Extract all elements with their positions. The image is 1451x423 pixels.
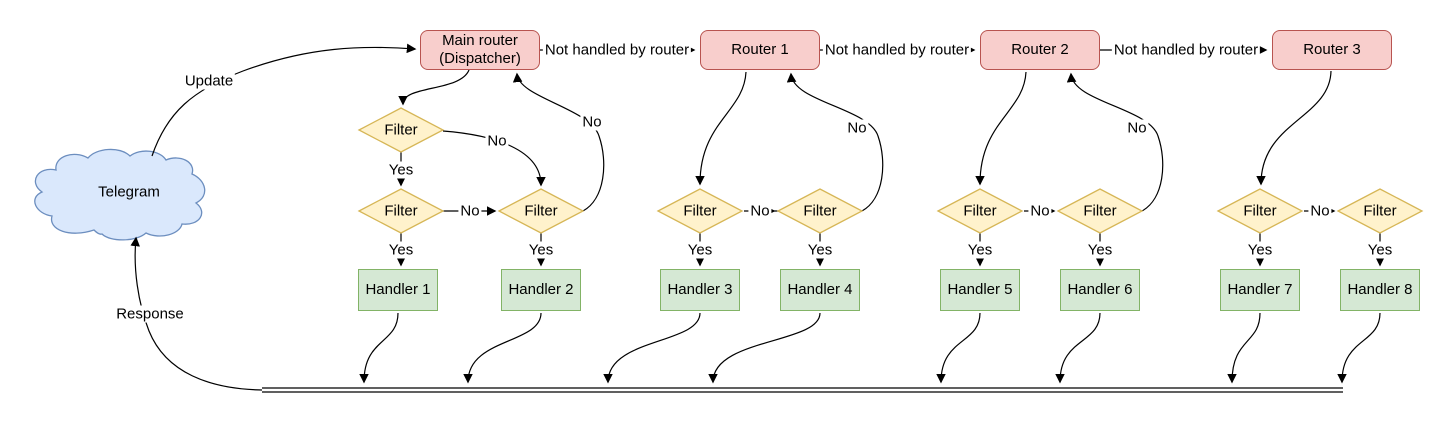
filter-diamond-shape [1216,188,1304,234]
edge-update [151,43,417,157]
edge-main-to-filter [398,69,470,106]
filter-label: Filter [683,202,717,220]
edge-r2-no-return [1066,72,1164,212]
router-1-node: Router 1 [700,30,820,70]
filter-diamond-shape [656,188,744,234]
edge-handler3-to-bus [603,312,701,384]
filter-label: Filter [963,202,997,220]
edge-handler7-to-bus [1227,312,1261,384]
yes-label: Yes [1085,241,1115,259]
yes-label: Yes [805,241,835,259]
edge-handler1-to-bus [359,312,399,384]
edge-handler8-to-bus [1337,312,1381,384]
telegram-cloud-shape [34,148,206,241]
handler-1-node: Handler 1 [358,269,438,311]
filter-label: Filter [1083,202,1117,220]
filter-diamonds [357,107,1424,234]
yes-label: Yes [965,241,995,259]
telegram-cloud-label: Telegram [98,183,160,201]
edge-filterC-no-return [512,72,605,212]
filter-diamond-shape [357,107,445,153]
edge-handler5-to-bus [936,312,981,384]
no-label: No [1308,202,1332,220]
filter-diamond-shape [776,188,864,234]
filter-diamond-shape [497,188,585,234]
handler-4-node: Handler 4 [780,269,860,311]
filter-label: Filter [384,202,418,220]
edge-r1-no-return [786,72,884,212]
handler-8-node: Handler 8 [1340,269,1420,311]
edge-handler6-to-bus [1055,312,1101,384]
filter-diamond-shape [1056,188,1144,234]
router-2-node: Router 2 [980,30,1100,70]
yes-label: Yes [1245,241,1275,259]
edge-handler2-to-bus [463,312,542,384]
edge-response [130,236,263,391]
filter-label: Filter [803,202,837,220]
yes-label: Yes [685,241,715,259]
not-handled-label: Not handled by router [542,41,692,59]
yes-label: Yes [526,241,556,259]
handler-5-node: Handler 5 [940,269,1020,311]
no-label: No [458,202,482,220]
handler-2-node: Handler 2 [501,269,581,311]
yes-label: Yes [1365,241,1395,259]
yes-label: Yes [386,241,416,259]
not-handled-label: Not handled by router [1111,41,1261,59]
no-label: No [1028,202,1052,220]
filter-label: Filter [1363,202,1397,220]
response-label: Response [114,305,186,323]
no-label: No [1125,119,1149,137]
no-label: No [485,132,509,150]
router-3-node: Router 3 [1272,30,1392,70]
update-label: Update [182,72,236,90]
no-label: No [845,119,869,137]
handler-3-node: Handler 3 [660,269,740,311]
handler-6-node: Handler 6 [1060,269,1140,311]
filter-label: Filter [384,121,418,139]
not-handled-label: Not handled by router [822,41,972,59]
edge-handler4-to-bus [708,312,821,384]
no-label: No [748,202,772,220]
yes-label: Yes [386,161,416,179]
no-label: No [580,113,604,131]
edge-router2-down [975,71,1027,186]
main-router-node: Main router (Dispatcher) [420,30,540,70]
filter-label: Filter [524,202,558,220]
edge-filter-top-no-cross [442,130,546,187]
edge-router3-down [1256,70,1332,186]
filter-diamond-shape [936,188,1024,234]
filter-diamond-shape [1336,188,1424,234]
response-bus-line [262,387,1343,393]
handler-7-node: Handler 7 [1220,269,1300,311]
filter-diamond-shape [357,188,445,234]
filter-label: Filter [1243,202,1277,220]
edge-router1-down [695,71,747,186]
